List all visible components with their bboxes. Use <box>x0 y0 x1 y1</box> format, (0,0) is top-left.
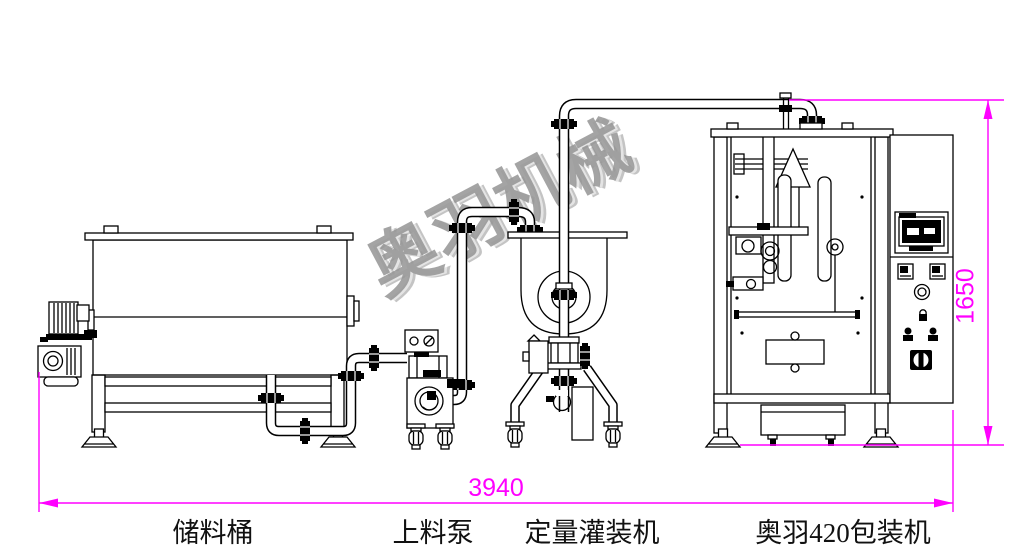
arrow-right <box>934 498 953 508</box>
counter-left <box>897 263 914 280</box>
rotary-switch <box>910 350 932 370</box>
pump-caster-left <box>406 423 426 450</box>
pipe-inlet-collar <box>799 122 823 130</box>
dimension-height <box>740 99 1004 446</box>
pipe-clamp <box>369 345 379 371</box>
arrow-left <box>39 498 58 508</box>
tank-motor <box>37 301 97 387</box>
frame-column-right <box>874 136 889 434</box>
sealing-jaw <box>765 339 825 365</box>
pump-caster-right <box>435 423 455 450</box>
top-plate <box>710 128 894 138</box>
tank-foot-left <box>81 428 117 448</box>
machine-foot-left <box>705 428 741 448</box>
tank-lid-handle-right <box>316 225 332 234</box>
pipe-clamp <box>337 370 365 382</box>
lock-icon <box>919 309 927 321</box>
panel-indicator <box>409 336 419 346</box>
filler-motor <box>528 340 549 374</box>
display-screen <box>894 211 949 254</box>
pipe-clamp <box>509 199 519 225</box>
indicator-icon-left <box>903 327 913 341</box>
pipe-clamp <box>300 418 310 444</box>
tank-lid <box>84 232 354 241</box>
bottom-unit <box>760 404 846 446</box>
pipe-clamp <box>580 343 590 369</box>
filler-caster-left <box>505 421 525 448</box>
tank-lid-handle-left <box>103 225 119 234</box>
pump-inlet <box>414 386 444 416</box>
pipe-clamp <box>550 375 578 387</box>
label-feed-pump: 上料泵 <box>392 518 474 548</box>
motor-body <box>37 345 82 378</box>
dimension-height-label: 1650 <box>951 268 980 324</box>
pipe-clamp <box>257 392 285 404</box>
arrow-bottom <box>983 426 993 445</box>
bottom-rail <box>713 393 891 404</box>
guide-bar-right <box>817 176 832 282</box>
filler-caster-right <box>603 421 623 448</box>
pump-outlet-pipe <box>448 199 544 406</box>
pump-control-panel <box>404 329 439 353</box>
indicator-icon-right <box>928 327 938 341</box>
pipe-clamp <box>448 222 476 234</box>
dimension-width <box>38 372 954 512</box>
volute-center-clamp <box>550 289 578 301</box>
pipe-clamp <box>550 118 578 130</box>
motor-coupling <box>46 334 92 340</box>
filling-machine <box>505 92 826 448</box>
panel-switch <box>423 335 435 347</box>
control-cabinet <box>889 134 954 404</box>
transfer-pipe <box>550 92 826 412</box>
tank-side-port <box>346 295 355 327</box>
counter-right <box>929 263 946 280</box>
filler-valve-assembly <box>522 334 590 412</box>
label-filling-machine: 定量灌装机 <box>524 518 660 548</box>
filler-bracket <box>571 386 594 441</box>
feed-pump <box>404 199 544 450</box>
pump-body <box>406 377 454 429</box>
knob <box>913 283 931 301</box>
packaging-machine <box>705 122 954 448</box>
machine-interior <box>726 132 864 446</box>
frame-column-left <box>713 136 728 434</box>
arrow-top <box>983 100 993 119</box>
dimension-width-label: 3940 <box>468 474 524 502</box>
storage-tank <box>37 225 360 448</box>
label-storage-tank: 储料桶 <box>172 518 254 548</box>
label-packaging-machine: 奥羽420包装机 <box>755 518 931 548</box>
tank-legs <box>81 374 356 448</box>
tank-to-pump-pipe <box>257 345 407 444</box>
tank-body <box>92 239 348 376</box>
